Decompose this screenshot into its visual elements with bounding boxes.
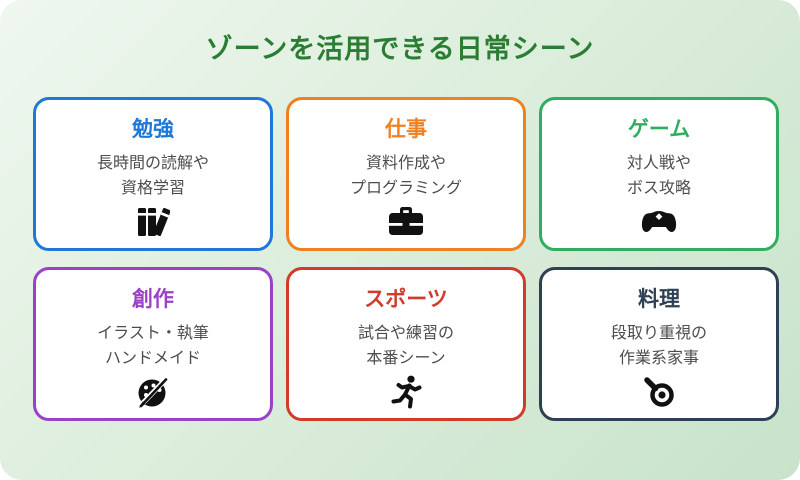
card-sports: スポーツ 試合や練習の 本番シーン: [286, 267, 526, 421]
card-cooking-line-1: 段取り重視の: [610, 325, 707, 342]
card-work: 仕事 資料作成や プログラミング: [286, 97, 526, 251]
card-game-line-2: ボス攻略: [626, 179, 691, 197]
card-creation-title: 創作: [132, 288, 174, 311]
scene-card-grid: 勉強 長時間の読解や 資格学習 仕事 資料作成や プログラミ: [33, 97, 779, 421]
card-sports-line-1: 試合や練習の: [357, 325, 454, 342]
gamepad-icon: [640, 205, 678, 239]
runner-icon: [390, 375, 422, 409]
card-cooking: 料理 段取り重視の 作業系家事: [539, 267, 779, 421]
card-cooking-line-2: 作業系家事: [618, 349, 699, 367]
card-work-line-2: プログラミング: [349, 179, 462, 197]
palette-icon: [135, 375, 171, 409]
card-game: ゲーム 対人戦や ボス攻略: [539, 97, 779, 251]
card-sports-title: スポーツ: [364, 288, 448, 311]
frying-pan-icon: [642, 375, 676, 409]
card-work-title: 仕事: [385, 118, 427, 141]
card-sports-line-2: 本番シーン: [366, 349, 446, 367]
card-study-title: 勉強: [132, 118, 174, 141]
card-study: 勉強 長時間の読解や 資格学習: [33, 97, 273, 251]
books-icon: [136, 205, 170, 239]
briefcase-icon: [388, 205, 424, 239]
page-title: ゾーンを活用できる日常シーン: [205, 34, 595, 64]
card-cooking-title: 料理: [638, 288, 680, 311]
card-study-line-2: 資格学習: [120, 179, 185, 197]
card-creation: 創作 イラスト・執筆 ハンドメイド: [33, 267, 273, 421]
card-study-line-1: 長時間の読解や: [96, 155, 209, 172]
card-game-title: ゲーム: [627, 118, 691, 141]
card-creation-line-1: イラスト・執筆: [97, 325, 209, 342]
card-work-line-1: 資料作成や: [365, 155, 446, 172]
card-creation-line-2: ハンドメイド: [104, 349, 201, 367]
card-game-line-1: 対人戦や: [626, 155, 691, 172]
